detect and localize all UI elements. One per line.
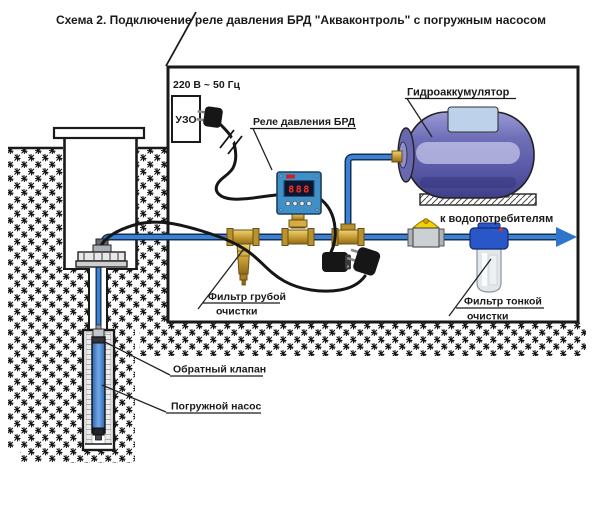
- fine-filter: [469, 222, 509, 293]
- relay-buttons: [285, 200, 312, 207]
- filter-vent-button: [499, 227, 503, 232]
- pump-callout: Погружной насос: [171, 401, 261, 413]
- relay-logo: [286, 174, 295, 179]
- fine-filter-callout-1: Фильтр тонкой: [464, 296, 542, 308]
- consumers-label: к водопотребителям: [440, 213, 553, 225]
- tank-leader: [406, 98, 433, 138]
- pit-cover: [52, 126, 146, 140]
- tank-callout: Гидроаккумулятор: [407, 87, 510, 99]
- relay-callout: Реле давления БРД: [253, 116, 356, 128]
- check-valve-leader: [102, 340, 171, 376]
- pump-power-cable: [100, 220, 367, 293]
- relay-leader: [252, 128, 273, 171]
- coarse-filter-callout-2: очистки: [216, 306, 257, 318]
- relay-to-socket-cable: [317, 196, 337, 254]
- cable-break-icon: [219, 129, 243, 155]
- relay-display: [283, 180, 315, 197]
- coarse-filter-callout-1: Фильтр грубой: [208, 291, 286, 303]
- diagram-title: Схема 2. Подключение реле давления БРД "…: [56, 13, 546, 27]
- rcd-label: УЗО: [175, 114, 196, 126]
- pump-plug-icon: [347, 247, 381, 276]
- tank-inlet-fitting: [391, 150, 403, 163]
- relay-socket-icon: [322, 252, 351, 272]
- hydro-accumulator: [391, 106, 537, 206]
- tank-top-bracket: [447, 106, 499, 133]
- fine-filter-callout-2: очистки: [467, 311, 508, 323]
- casing-lining-left: [85, 331, 93, 445]
- rcd-plug-icon: [196, 106, 223, 128]
- relay-display-value: 888: [288, 185, 311, 196]
- rcd-box: [171, 95, 201, 143]
- submersible-pump: [91, 336, 106, 441]
- fine-filter-leader: [448, 258, 492, 317]
- voltage-label: 220 В ~ 50 Гц: [173, 79, 241, 91]
- check-valve-callout: Обратный клапан: [173, 364, 266, 376]
- relay-device: 888: [276, 171, 322, 228]
- well-pit: [8, 126, 167, 270]
- corner-pointer-line: [165, 11, 197, 67]
- coarse-filter-leader: [197, 249, 244, 310]
- ball-valve: [407, 218, 445, 248]
- pump-leader: [101, 384, 167, 413]
- flow-arrow-icon: [556, 227, 577, 247]
